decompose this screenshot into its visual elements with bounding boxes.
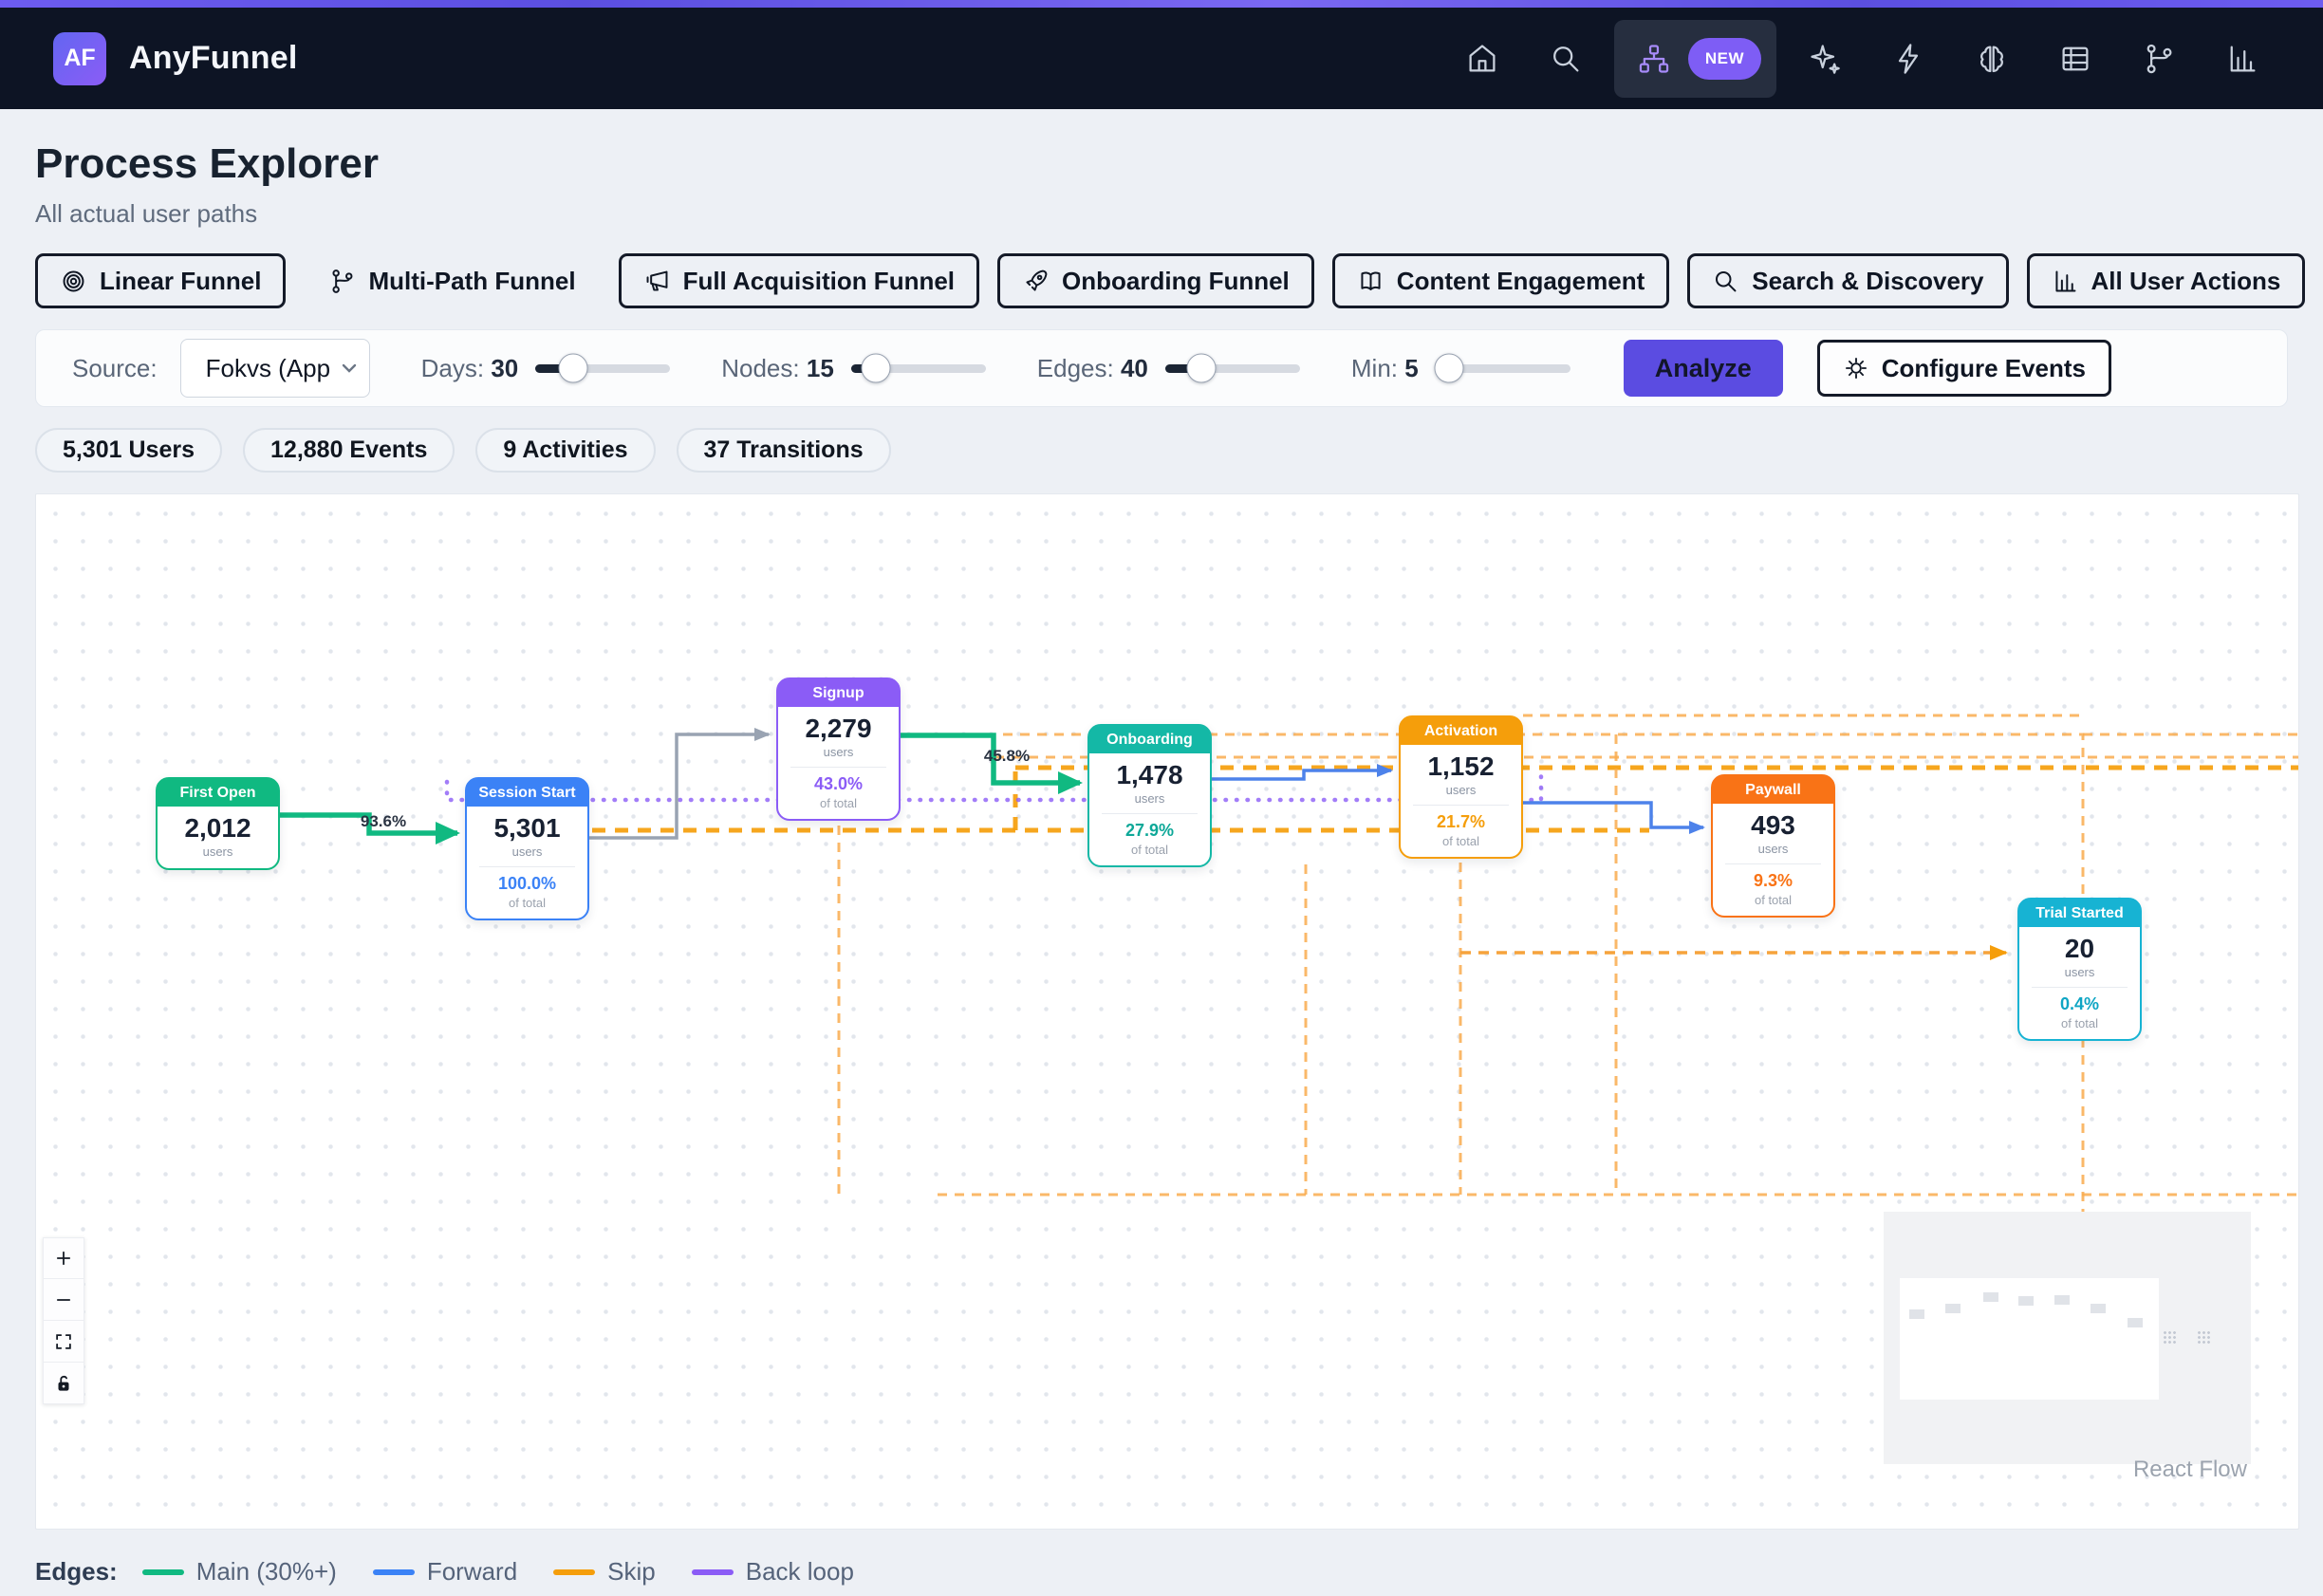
legend-title: Edges: (35, 1557, 118, 1586)
legend-swatch-skip (553, 1568, 596, 1575)
legend-swatch-main (141, 1568, 184, 1575)
search-icon[interactable] (1531, 21, 1601, 97)
target-icon (63, 270, 84, 291)
reactflow-attribution: React Flow (2132, 1457, 2247, 1482)
accent-strip (0, 0, 2323, 8)
minimap-node (1983, 1292, 1998, 1302)
minimap-node-ghost (2163, 1330, 2178, 1344)
flow-node-onboarding[interactable]: Onboarding 1,478 users 27.9% of total (1087, 724, 1212, 867)
app-logo: AF (53, 31, 106, 85)
flow-node-signup[interactable]: Signup 2,279 users 43.0% of total (776, 677, 901, 821)
megaphone-icon (646, 270, 668, 291)
analyze-button[interactable]: Analyze (1623, 340, 1783, 397)
minimap[interactable] (1884, 1212, 2251, 1464)
search-icon (1716, 270, 1737, 291)
zoom-in-button[interactable] (43, 1237, 84, 1279)
source-label: Source: (72, 353, 158, 382)
stat-events: 12,880 Events (243, 428, 455, 473)
flow-node-paywall[interactable]: Paywall 493 users 9.3% of total (1711, 774, 1835, 918)
bar-chart-icon[interactable] (2207, 21, 2277, 97)
tab-linear-funnel[interactable]: Linear Funnel (35, 253, 287, 308)
git-branch-icon[interactable] (2124, 21, 2194, 97)
tab-content-engagement[interactable]: Content Engagement (1331, 253, 1670, 308)
source-select[interactable]: Fokvs (App (179, 339, 370, 398)
flow-node-session-start[interactable]: Session Start 5,301 users 100.0% of tota… (465, 777, 589, 920)
top-nav: AF AnyFunnel NEW (0, 8, 2323, 109)
days-slider[interactable] (535, 353, 671, 383)
edge-legend: Edges: Main (30%+) Forward Skip Back loo… (35, 1557, 2288, 1587)
legend-swatch-backloop (691, 1568, 734, 1575)
edge-label: 45.8% (983, 747, 1031, 765)
legend-swatch-forward (372, 1568, 415, 1575)
home-icon[interactable] (1447, 21, 1517, 97)
funnel-tabs: Linear Funnel Multi-Path Funnel Full Acq… (35, 253, 2306, 308)
fit-view-icon (56, 1333, 71, 1349)
zoom-out-button[interactable] (43, 1279, 84, 1321)
minimap-node (2091, 1304, 2106, 1313)
new-badge: NEW (1687, 37, 1761, 80)
nodes-slider[interactable] (850, 353, 986, 383)
flow-node-activation[interactable]: Activation 1,152 users 21.7% of total (1399, 715, 1523, 859)
zap-icon[interactable] (1873, 21, 1943, 97)
tab-onboarding-funnel[interactable]: Onboarding Funnel (997, 253, 1314, 308)
flow-canvas[interactable]: 93.6% 45.8% First Open 2,012 users Sessi… (35, 493, 2299, 1530)
git-branch-icon (332, 269, 353, 293)
stats-row: 5,301 Users 12,880 Events 9 Activities 3… (35, 428, 2288, 473)
fit-view-button[interactable] (43, 1321, 84, 1363)
legend-item-backloop: Back loop (691, 1557, 854, 1587)
table-icon[interactable] (2040, 21, 2110, 97)
edge-label: 93.6% (360, 812, 407, 830)
nodes-slider-group: Nodes: 15 (721, 353, 986, 383)
rocket-icon (1026, 269, 1048, 291)
nav-item-process-explorer[interactable]: NEW (1613, 19, 1776, 98)
lock-button[interactable] (43, 1363, 84, 1404)
stat-users: 5,301 Users (35, 428, 223, 473)
min-slider[interactable] (1434, 353, 1570, 383)
edges-slider-group: Edges: 40 (1037, 353, 1300, 383)
plus-icon (56, 1251, 71, 1266)
minimap-node (1909, 1309, 1924, 1319)
legend-item-forward: Forward (372, 1557, 517, 1587)
stat-activities: 9 Activities (475, 428, 656, 473)
canvas-controls (43, 1237, 84, 1404)
brain-icon[interactable] (1957, 21, 2027, 97)
minimap-node (2054, 1295, 2070, 1305)
min-slider-group: Min: 5 (1351, 353, 1570, 383)
minimap-node (2128, 1318, 2143, 1327)
page-subtitle: All actual user paths (35, 199, 258, 228)
tab-full-acquisition-funnel[interactable]: Full Acquisition Funnel (618, 253, 980, 308)
app-title: AnyFunnel (129, 40, 298, 76)
legend-item-skip: Skip (553, 1557, 656, 1587)
bar-chart-icon (2054, 270, 2075, 291)
gear-icon (1845, 358, 1867, 379)
flow-node-trial-started[interactable]: Trial Started 20 users 0.4% of total (2017, 898, 2142, 1041)
chevron-down-icon (342, 363, 356, 373)
minus-icon (56, 1298, 71, 1301)
edges-slider[interactable] (1164, 353, 1300, 383)
stat-transitions: 37 Transitions (676, 428, 891, 473)
tab-search-discovery[interactable]: Search & Discovery (1687, 253, 2009, 308)
sitemap-icon (1629, 21, 1679, 97)
lock-icon (58, 1375, 69, 1391)
days-slider-group: Days: 30 (421, 353, 671, 383)
analysis-controls: Source: Fokvs (App Days: 30 Nodes: 15 Ed… (35, 329, 2288, 407)
tab-all-user-actions[interactable]: All User Actions (2026, 253, 2306, 308)
legend-item-main: Main (30%+) (141, 1557, 337, 1587)
minimap-node (2018, 1296, 2034, 1306)
sparkles-icon[interactable] (1790, 21, 1860, 97)
page-title: Process Explorer (35, 140, 379, 187)
minimap-node-ghost (2197, 1330, 2212, 1344)
flow-node-first-open[interactable]: First Open 2,012 users (156, 777, 280, 870)
book-open-icon (1361, 271, 1381, 290)
tab-multi-path-funnel[interactable]: Multi-Path Funnel (304, 253, 600, 308)
minimap-node (1945, 1304, 1961, 1313)
configure-events-button[interactable]: Configure Events (1816, 340, 2112, 397)
